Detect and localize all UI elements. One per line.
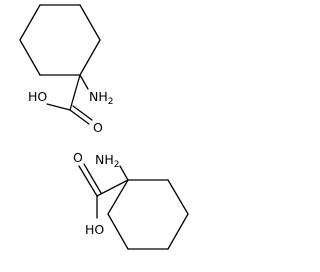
- ring-bond: [107, 213, 129, 250]
- carbonyl-double-bond: [83, 163, 102, 194]
- molecule-2-aminocyclohexanecarboxylic-acid: NH2 HO O: [73, 150, 189, 250]
- ring-bond: [79, 39, 101, 76]
- ring-bond: [167, 213, 189, 250]
- amine-label: NH2: [89, 89, 113, 107]
- structure-canvas: NH2 HO O NH2 HO O: [19, 4, 189, 250]
- c-oh-bond: [46, 103, 71, 111]
- ring-bond: [79, 4, 101, 41]
- carbonyl-double-bond: [78, 165, 98, 197]
- c-n-bond: [79, 74, 89, 90]
- c-carboxyl-bond: [96, 179, 129, 197]
- ring-bond: [19, 39, 41, 76]
- hydroxyl-label: HO: [85, 222, 104, 237]
- molecule-1-aminocyclohexanecarboxylic-acid: NH2 HO O: [19, 4, 113, 135]
- c-carboxyl-bond: [69, 74, 81, 111]
- carbonyl-oxygen-label: O: [93, 120, 103, 135]
- molecule-1-cyclohexane-ring: [19, 4, 101, 76]
- carbonyl-double-bond: [69, 109, 90, 125]
- c-n-bond: [119, 165, 129, 181]
- carbonyl-oxygen-label: O: [73, 150, 83, 165]
- ring-bond: [167, 179, 189, 215]
- molecule-2-cyclohexane-ring: [107, 179, 189, 250]
- ring-bond: [107, 179, 129, 215]
- amine-label: NH2: [95, 152, 119, 170]
- hydroxyl-label: HO: [28, 89, 47, 104]
- carbonyl-double-bond: [72, 105, 93, 121]
- ring-bond: [19, 4, 41, 41]
